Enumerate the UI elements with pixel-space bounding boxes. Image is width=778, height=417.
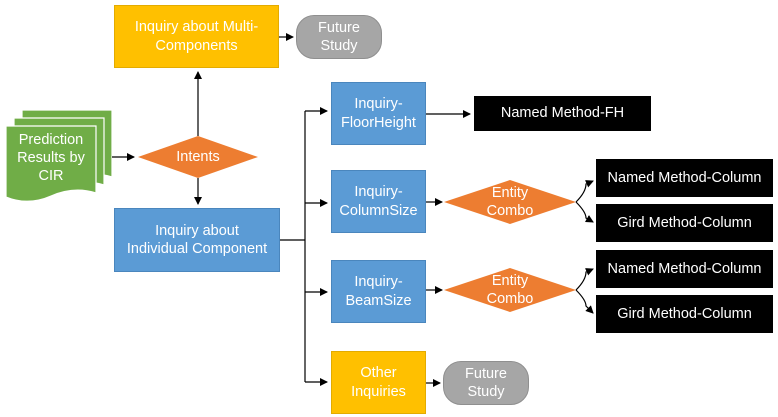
inquiry-multi-components-box: Inquiry about Multi- Components (114, 5, 279, 68)
named-method-column-box-1: Named Method-Column (596, 159, 773, 197)
entity-combo-diamond-2 (444, 268, 576, 312)
connectors (112, 33, 594, 387)
prediction-document-stack (5, 109, 113, 202)
edge-entity1-gird (575, 201, 594, 223)
inquiry-beamsize-box: Inquiry- BeamSize (331, 260, 426, 323)
other-inquiries-box: Other Inquiries (331, 351, 426, 414)
gird-method-column-box-2: Gird Method-Column (596, 295, 773, 333)
intents-diamond (138, 136, 258, 178)
entity-combo-diamond-1 (444, 180, 576, 224)
named-method-fh-box: Named Method-FH (474, 96, 651, 131)
edge-entity1-named (575, 180, 594, 203)
edge-entity2-named (575, 268, 594, 291)
inquiry-individual-component-box: Inquiry about Individual Component (114, 208, 280, 272)
edge-entity2-gird (575, 289, 594, 314)
future-study-terminal-1: Future Study (296, 15, 382, 59)
gird-method-column-box-1: Gird Method-Column (596, 204, 773, 242)
inquiry-columnsize-box: Inquiry- ColumnSize (331, 170, 426, 233)
inquiry-floorheight-box: Inquiry- FloorHeight (331, 82, 426, 145)
named-method-column-box-2: Named Method-Column (596, 250, 773, 288)
future-study-terminal-2: Future Study (443, 361, 529, 405)
